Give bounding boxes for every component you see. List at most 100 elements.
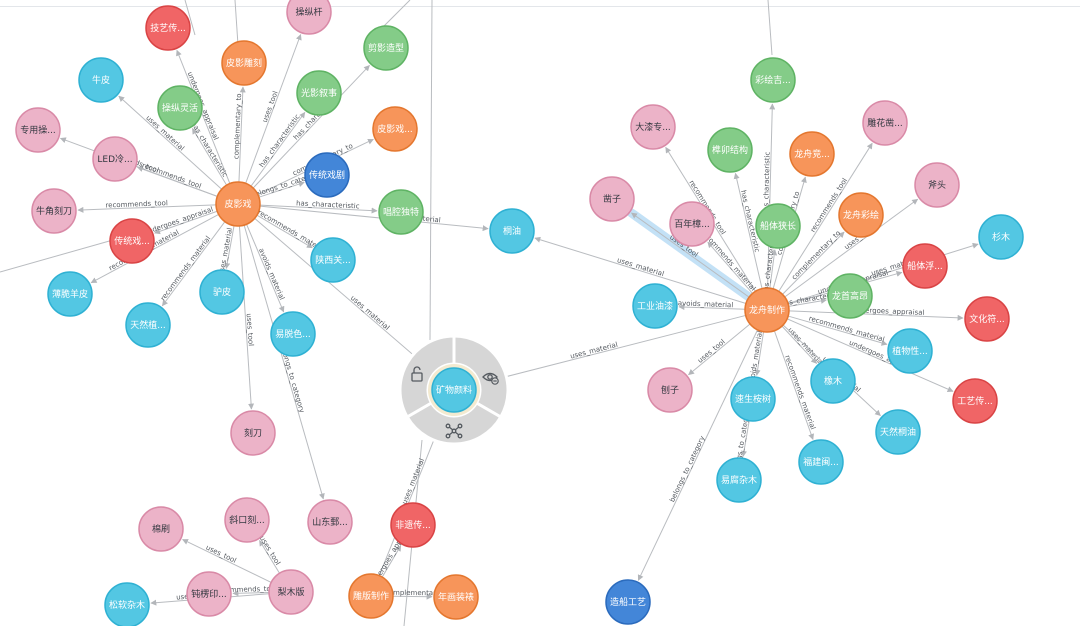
node-circle[interactable]: [286, 0, 332, 35]
node-czlh[interactable]: 操纵灵活: [157, 85, 203, 131]
node-circle[interactable]: [632, 283, 678, 329]
node-circle[interactable]: [630, 104, 676, 150]
node-circle[interactable]: [875, 409, 921, 455]
edge-lzzz-chj[interactable]: has_characteristic: [762, 103, 776, 289]
edge-lzzz-gyyq[interactable]: avoids_material: [678, 299, 746, 311]
node-smb[interactable]: 梨木版: [268, 569, 314, 615]
node-mh[interactable]: 棉刷: [138, 506, 184, 552]
node-circle[interactable]: [390, 502, 436, 548]
node-led[interactable]: LED冷...: [92, 136, 138, 182]
node-tongyou[interactable]: 桐油: [489, 208, 535, 254]
node-circle[interactable]: [744, 287, 790, 333]
node-circle[interactable]: [186, 571, 232, 617]
edge-pyx-cqdt[interactable]: has_characteristic: [259, 199, 378, 214]
node-zycz[interactable]: 专用操...: [15, 107, 61, 153]
edge-pyx-pydk[interactable]: complementary_to: [232, 86, 246, 183]
node-trty[interactable]: 天然桐油: [875, 409, 921, 455]
node-circle[interactable]: [310, 237, 356, 283]
node-circle[interactable]: [296, 70, 342, 116]
node-gyxs[interactable]: 光影叙事: [296, 70, 342, 116]
node-circle[interactable]: [589, 176, 635, 222]
node-sdy[interactable]: 山东鄄...: [307, 499, 353, 545]
node-circle[interactable]: [810, 358, 856, 404]
node-ft[interactable]: 斧头: [914, 162, 960, 208]
node-xkd[interactable]: 斜口刻...: [224, 497, 270, 543]
node-circle[interactable]: [268, 569, 314, 615]
edge-lzzz-kwyl[interactable]: uses_material: [476, 314, 746, 386]
node-circle[interactable]: [707, 127, 753, 173]
node-whf[interactable]: 文化符...: [964, 296, 1010, 342]
node-ltgc[interactable]: 龙首高昂: [827, 273, 873, 319]
node-ctf[interactable]: 船体浮...: [902, 243, 948, 289]
node-gyyq[interactable]: 工业油漆: [632, 283, 678, 329]
node-njkd[interactable]: 牛角刻刀: [31, 188, 77, 234]
node-nhzs[interactable]: 年画装裱: [433, 574, 479, 620]
node-circle[interactable]: [363, 25, 409, 71]
edge-pyx-ytse[interactable]: avoids_material: [246, 224, 286, 313]
node-pyx[interactable]: 皮影戏: [215, 181, 261, 227]
node-fjm[interactable]: 福建闽...: [798, 439, 844, 485]
node-ctxc[interactable]: 船体狭长: [755, 203, 801, 249]
node-circle[interactable]: [669, 201, 715, 247]
node-dyy[interactable]: 钝楞印...: [186, 571, 232, 617]
node-circle[interactable]: [755, 203, 801, 249]
node-circle[interactable]: [125, 302, 171, 348]
node-circle[interactable]: [827, 273, 873, 319]
node-circle[interactable]: [270, 311, 316, 357]
node-czg[interactable]: 操纵杆: [286, 0, 332, 35]
edge-pyx-kd[interactable]: uses_tool: [238, 225, 255, 410]
node-lzj[interactable]: 龙舟竞...: [789, 131, 835, 177]
node-circle[interactable]: [716, 457, 762, 503]
node-pydk[interactable]: 皮影雕刻: [221, 40, 267, 86]
edge-pyx-njkd[interactable]: recommends_tool: [77, 199, 217, 213]
node-gyc[interactable]: 工艺传...: [952, 378, 998, 424]
node-chj[interactable]: 彩绘吉...: [750, 57, 796, 103]
node-circle[interactable]: [307, 499, 353, 545]
node-circle[interactable]: [47, 271, 93, 317]
node-circle[interactable]: [914, 162, 960, 208]
node-ssas[interactable]: 速生桉树: [730, 376, 776, 422]
node-circle[interactable]: [138, 506, 184, 552]
node-kwyl[interactable]: 矿物颜料: [428, 364, 480, 416]
node-smjg[interactable]: 榫卯结构: [707, 127, 753, 173]
node-circle[interactable]: [730, 376, 776, 422]
node-sm[interactable]: 杉木: [978, 214, 1024, 260]
node-zaozi[interactable]: 凿子: [589, 176, 635, 222]
node-dbzz[interactable]: 雕版制作: [348, 573, 394, 619]
node-circle[interactable]: [304, 152, 350, 198]
node-circle[interactable]: [78, 57, 124, 103]
node-circle[interactable]: [433, 574, 479, 620]
node-circle[interactable]: [964, 296, 1010, 342]
node-circle[interactable]: [647, 367, 693, 413]
node-circle[interactable]: [431, 367, 477, 413]
edge-dbzz-nhzs[interactable]: complementary_to: [385, 589, 451, 600]
node-circle[interactable]: [952, 378, 998, 424]
node-circle[interactable]: [348, 573, 394, 619]
node-circle[interactable]: [838, 192, 884, 238]
node-circle[interactable]: [887, 328, 933, 374]
node-circle[interactable]: [798, 439, 844, 485]
node-fyc[interactable]: 非遗传...: [390, 502, 436, 548]
node-lp[interactable]: 驴皮: [199, 269, 245, 315]
node-circle[interactable]: [215, 181, 261, 227]
node-paozi[interactable]: 刨子: [647, 367, 693, 413]
node-pyx2[interactable]: 皮影戏...: [372, 106, 418, 152]
node-circle[interactable]: [104, 582, 150, 626]
node-sszm[interactable]: 松软杂木: [104, 582, 150, 626]
node-circle[interactable]: [378, 189, 424, 235]
node-ctxj[interactable]: 传统戏剧: [304, 152, 350, 198]
edge-pyx-led[interactable]: recommends_tool: [136, 161, 218, 197]
node-circle[interactable]: [224, 497, 270, 543]
edge-lzzz-paozi[interactable]: uses_tool: [688, 323, 751, 376]
node-ytse[interactable]: 易脱色...: [270, 311, 316, 357]
node-circle[interactable]: [605, 579, 651, 625]
node-dqz[interactable]: 大漆专...: [630, 104, 676, 150]
node-circle[interactable]: [92, 136, 138, 182]
node-lzch[interactable]: 龙舟彩绘: [838, 192, 884, 238]
node-circle[interactable]: [109, 218, 155, 264]
node-lzzz[interactable]: 龙舟制作: [744, 287, 790, 333]
node-circle[interactable]: [221, 40, 267, 86]
node-kd[interactable]: 刻刀: [230, 410, 276, 456]
node-circle[interactable]: [145, 5, 191, 51]
